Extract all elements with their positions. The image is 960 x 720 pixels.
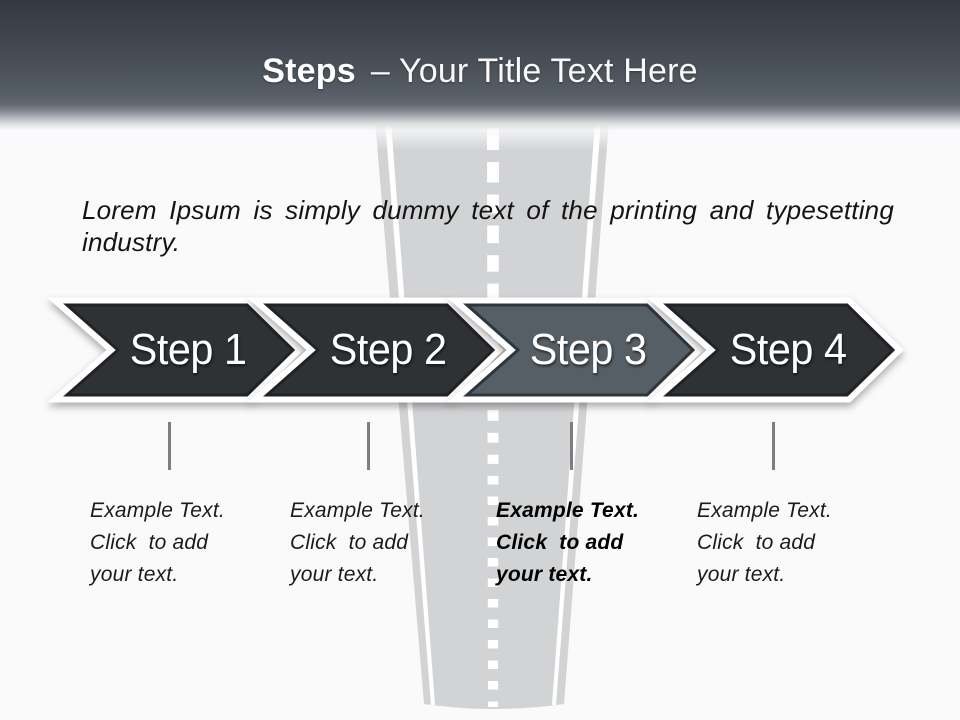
step-description[interactable]: Example Text. Click to add your text. [697, 499, 832, 586]
step-chevron[interactable] [47, 297, 304, 403]
step-label-text: Step 4 [729, 325, 847, 374]
step-description[interactable]: Example Text. Click to add your text. [90, 499, 225, 586]
step-connector-tick [570, 422, 573, 470]
slide-title[interactable]: Steps – Your Title Text Here [0, 0, 960, 142]
chevron-body [263, 303, 496, 397]
step-description[interactable]: Example Text. Click to add your text. [496, 499, 640, 586]
step-label[interactable]: Step 4 [667, 305, 893, 395]
road-edge-line-left [384, 108, 435, 705]
road-dash [487, 496, 499, 505]
title-text: – Your Title Text Here [370, 51, 698, 90]
step-label-text: Step 2 [329, 325, 447, 374]
road-dash [487, 432, 499, 443]
step-label[interactable]: Step 1 [67, 305, 293, 395]
road-dash [487, 578, 499, 587]
title-keyword: Steps [262, 51, 356, 90]
road-dash [487, 255, 499, 272]
road-dash [488, 681, 499, 690]
step-description[interactable]: Example Text. Click to add your text. [290, 499, 425, 586]
road-dash [487, 410, 499, 421]
road-edge-line-right [552, 108, 602, 705]
road-dash [487, 283, 499, 299]
road-dash [487, 640, 499, 649]
road-dash [487, 225, 499, 244]
step-connector-tick [167, 422, 171, 470]
road-dash [487, 660, 498, 669]
road-dash [487, 599, 499, 608]
road-dash [487, 537, 499, 546]
step-label[interactable]: Step 3 [467, 305, 693, 395]
step-chevron[interactable] [247, 297, 504, 403]
intro-paragraph[interactable]: Lorem Ipsum is simply dummy text of the … [82, 195, 894, 257]
road-dash [487, 517, 499, 526]
road-dash [487, 162, 499, 183]
step-connector-tick [367, 422, 370, 470]
step-connector-tick [772, 422, 775, 470]
step-label-text: Step 1 [129, 325, 247, 374]
road-dash [487, 558, 499, 567]
step-chevron[interactable] [647, 297, 904, 403]
road-dash [487, 475, 499, 485]
step-label-text: Step 3 [529, 325, 647, 374]
road-dash [487, 619, 499, 628]
chevron-body [463, 303, 696, 397]
road-dash [488, 701, 498, 707]
step-label[interactable]: Step 2 [267, 305, 493, 395]
chevron-body [63, 303, 296, 397]
road-dash [487, 194, 499, 214]
road-dash [487, 454, 499, 464]
step-chevron[interactable] [447, 297, 704, 403]
road-surface [374, 108, 610, 709]
chevron-body [663, 303, 896, 397]
header-band [0, 0, 960, 150]
